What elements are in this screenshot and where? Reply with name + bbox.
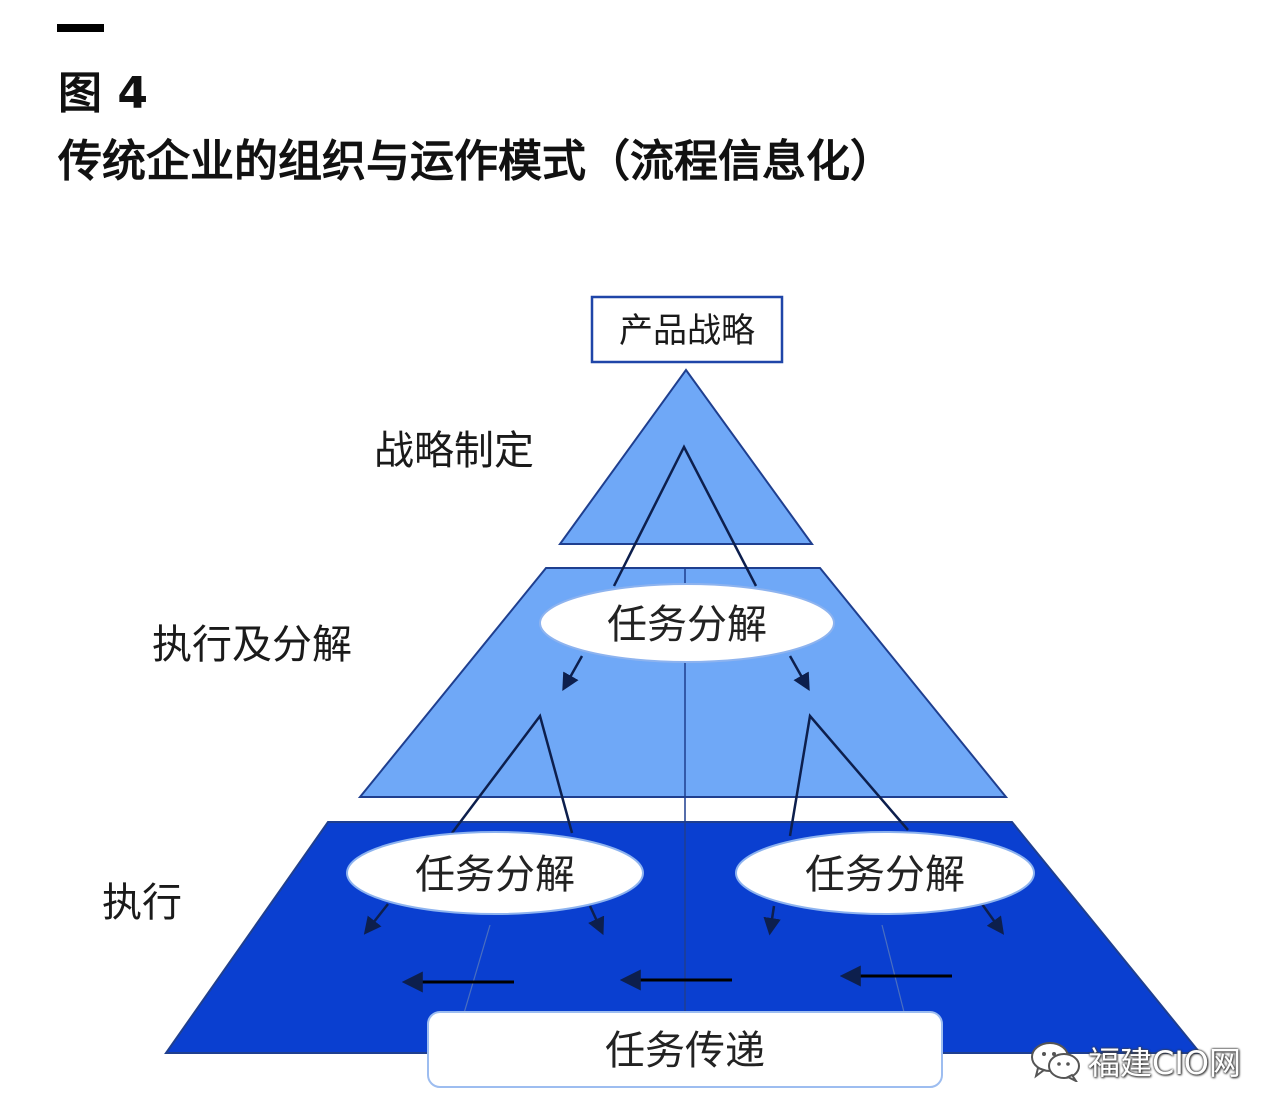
- top-node-box: [590, 295, 784, 364]
- guide-line-left: [461, 924, 491, 1021]
- task-node-bottom-left: [346, 831, 644, 915]
- guide-line-right: [881, 924, 907, 1021]
- figure-label: 图 4: [58, 68, 148, 119]
- arrow-middle-left: [562, 655, 584, 692]
- arrow-bottom-3: [763, 905, 781, 936]
- figure-title: 传统企业的组织与运作模式（流程信息化）: [58, 136, 894, 187]
- task-node-bottom-right: [735, 831, 1035, 915]
- bottom-node-box: [427, 1011, 943, 1088]
- task-node-bottom-left-label: 任务分解: [415, 852, 575, 898]
- bottom-node-label: 任务传递: [605, 1028, 765, 1074]
- arrow-bottom-1: [363, 903, 389, 935]
- task-node-bottom-right-label: 任务分解: [805, 852, 965, 898]
- tier-strategy: [558, 368, 814, 545]
- wechat-icon: [1031, 1042, 1080, 1082]
- task-node-middle: [539, 583, 835, 663]
- arrow-bottom-2: [588, 905, 605, 936]
- level-label-decompose: 执行及分解: [152, 622, 352, 668]
- level-label-strategy: 战略制定: [374, 428, 534, 474]
- arrow-middle-right: [788, 655, 810, 692]
- watermark-text: 福建CIO网: [1088, 1044, 1241, 1082]
- split-lines-top: [612, 444, 758, 587]
- watermark: 福建CIO网: [1030, 1038, 1241, 1084]
- split-lines-right: [788, 713, 909, 837]
- level-label-execute: 执行: [102, 880, 182, 926]
- top-node-label: 产品战略: [619, 311, 755, 351]
- task-node-middle-label: 任务分解: [607, 602, 767, 648]
- split-lines-left: [451, 713, 574, 834]
- figure-top-rule: [57, 24, 104, 32]
- arrow-bottom-4: [980, 903, 1005, 935]
